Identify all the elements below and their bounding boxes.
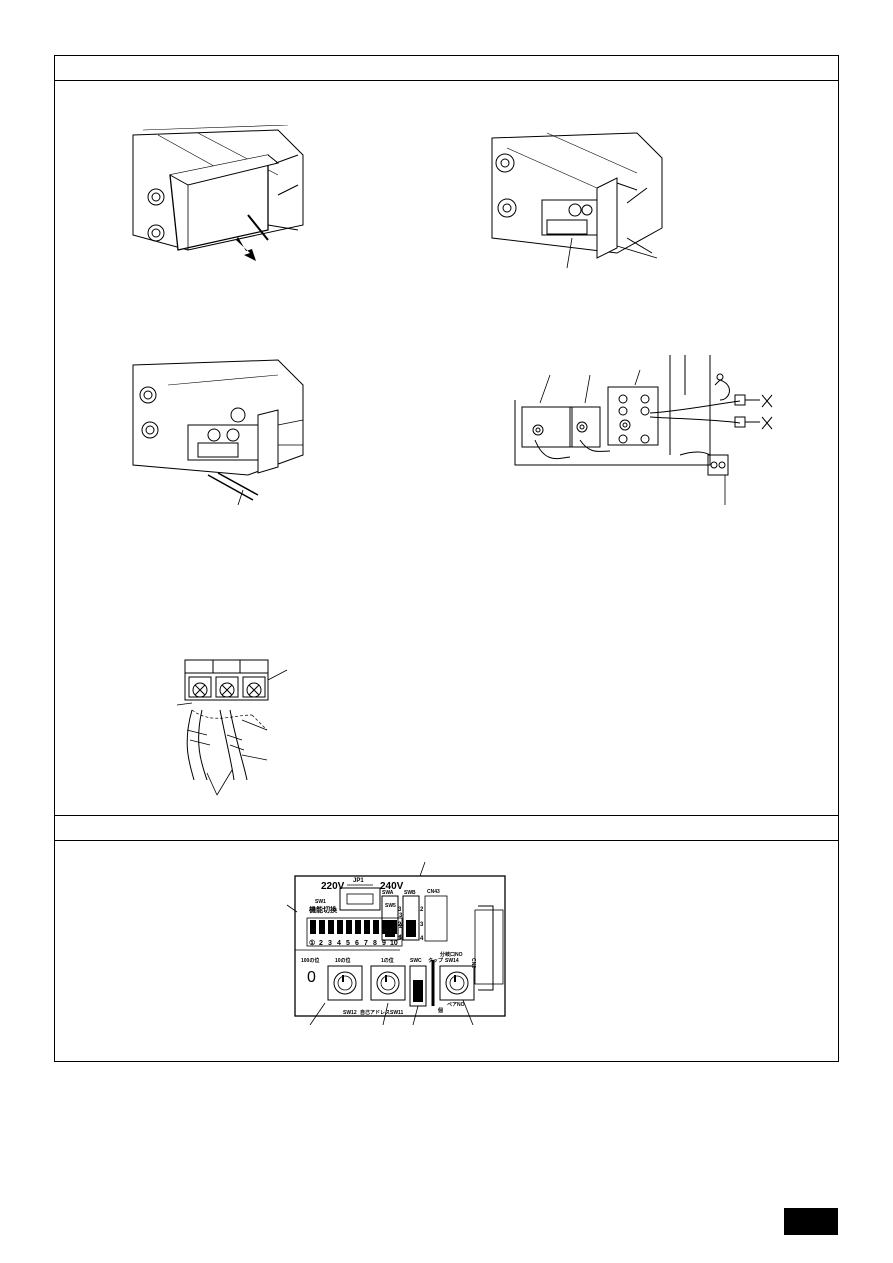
dip-number-5: 5 xyxy=(346,940,350,947)
sw5-label: SW5 xyxy=(385,903,396,909)
dip-number-1: ① xyxy=(309,939,315,947)
pair-label: ペアNO xyxy=(447,1002,465,1008)
dip-number-9: 9 xyxy=(382,940,386,947)
swb-number-4: 4 xyxy=(420,936,424,942)
figure-remove-cover xyxy=(128,125,308,265)
swb-label: SWB xyxy=(404,890,416,896)
pair-prefix: 個 xyxy=(437,1007,443,1014)
voltage-right-label: 240V xyxy=(380,881,404,892)
hundreds-label: 100の位 xyxy=(301,957,319,964)
dip-number-3: 3 xyxy=(328,940,332,947)
tap-label: タップ xyxy=(428,957,444,964)
dip-row-label-2: 2 xyxy=(399,924,403,930)
swa-number-1: 1 xyxy=(398,936,402,942)
dip-row-label-1: 1 xyxy=(399,935,403,941)
dip-number-6: 6 xyxy=(355,940,359,947)
page-number-box xyxy=(784,1208,838,1235)
dip-number-10: 10 xyxy=(390,940,398,947)
address-label: 自己アドレス xyxy=(360,1009,390,1016)
figure-terminal-block xyxy=(172,655,292,800)
tens-label: 10の位 xyxy=(335,957,351,964)
figure-cable-routing xyxy=(128,355,318,505)
swa-label: SWA xyxy=(382,890,394,896)
dip-number-7: 7 xyxy=(364,940,368,947)
sw12-label: SW12 xyxy=(343,1010,357,1016)
section-header-board xyxy=(55,815,838,841)
swa-number-2: 2 xyxy=(398,922,402,928)
model-select-label: 機能切換 xyxy=(309,905,338,914)
section-header-wiring xyxy=(55,56,838,81)
dip-number-4: 4 xyxy=(337,940,341,947)
voltage-left-label: 220V xyxy=(321,881,345,892)
sw1-label: SW1 xyxy=(315,899,326,905)
dip-number-2: 2 xyxy=(319,940,323,947)
figure-terminal-wiring xyxy=(510,355,790,510)
dip-number-8: 8 xyxy=(373,940,377,947)
sw11-label: SW11 xyxy=(390,1010,404,1016)
cn43-label: CN43 xyxy=(427,889,440,895)
figure-control-board: 220V 240V JP1 SW1 SW5 機能切換 3 2 1 ① 2 3 4… xyxy=(285,860,525,1025)
ones-label: 1の位 xyxy=(381,957,394,964)
branch-label: 分岐口NO xyxy=(440,951,463,958)
figure-control-box-open xyxy=(487,128,667,273)
cn2-label: CN2 xyxy=(470,958,476,968)
hundreds-value: 0 xyxy=(307,969,316,986)
dip-row-label-3: 3 xyxy=(399,913,403,919)
swa-number-3: 3 xyxy=(398,907,402,913)
swb-number-2: 2 xyxy=(420,907,424,913)
swc-label: SWC xyxy=(410,958,422,964)
jumper-label: JP1 xyxy=(353,878,364,884)
sw14-label: SW14 xyxy=(445,958,459,964)
instruction-frame xyxy=(54,55,839,1062)
swb-number-3: 3 xyxy=(420,922,424,928)
